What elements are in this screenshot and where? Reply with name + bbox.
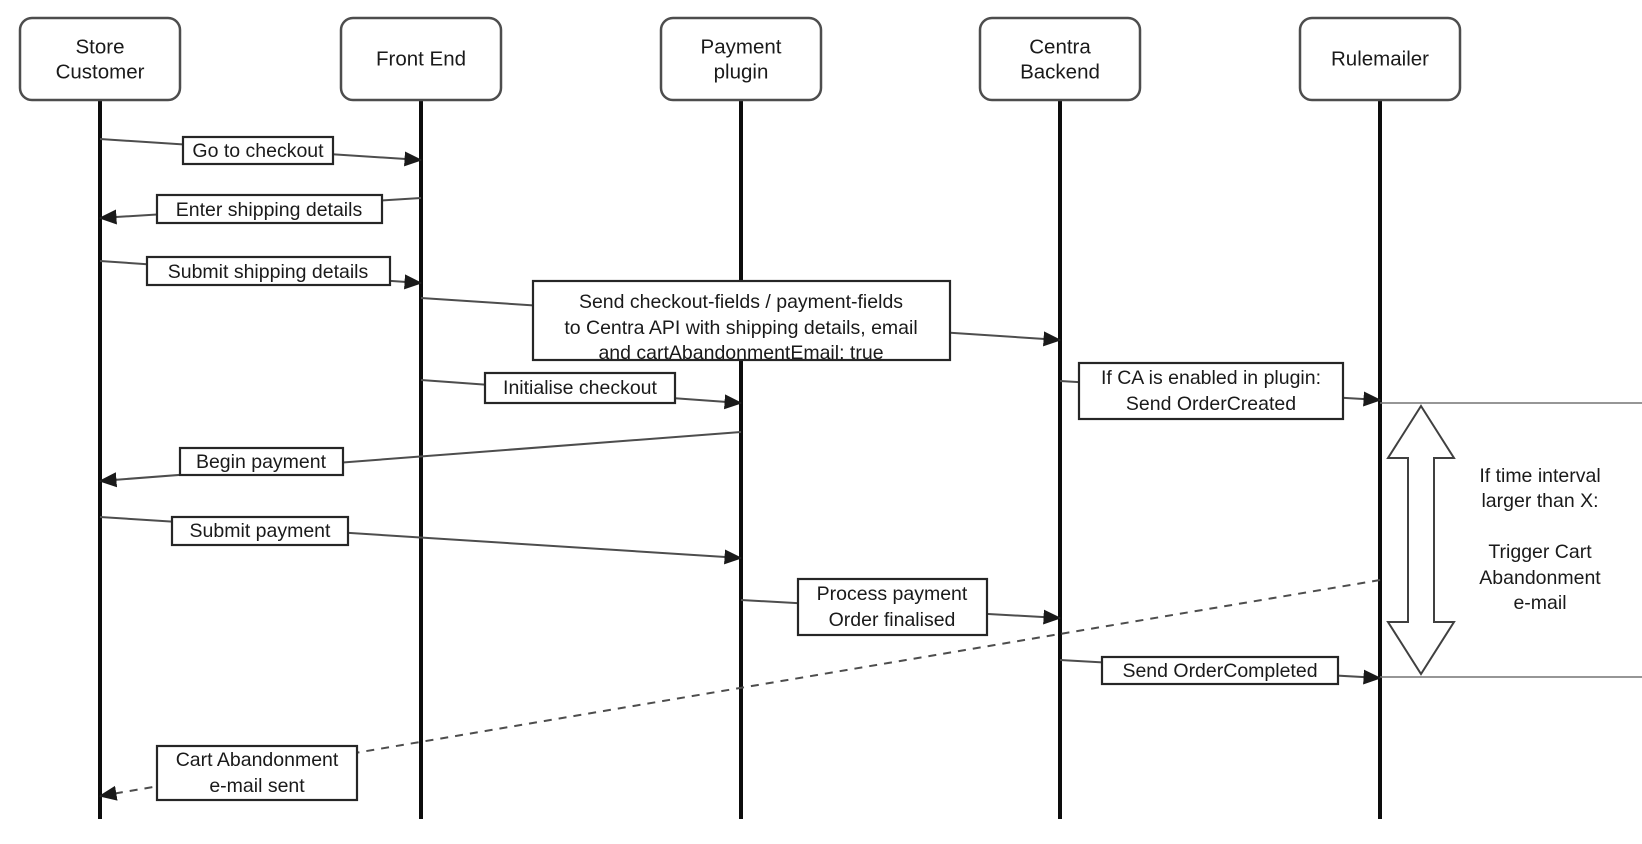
time-interval-double-arrow-icon: [1386, 404, 1456, 676]
actor-label: Payment: [701, 36, 782, 59]
actor-label: Customer: [56, 61, 145, 84]
message-submit-shipping-details: Submit shipping details: [99, 255, 423, 290]
time-interval-annotation: If time interval larger than X: Trigger …: [1479, 465, 1601, 614]
actor-front-end: Front End: [339, 16, 503, 102]
message-label-box: [145, 255, 392, 287]
actor-box: [659, 16, 823, 102]
message-label-box: [531, 279, 952, 362]
message-submit-payment: Submit payment: [99, 515, 743, 565]
message-label: Submit shipping details: [168, 261, 369, 283]
message-cart-abandonment-label: Cart Abandonment e-mail sent: [155, 744, 359, 802]
message-go-to-checkout: Go to checkout: [99, 135, 423, 167]
message-label-box: [1100, 655, 1340, 686]
message-label-box: [483, 371, 677, 405]
actor-box: [18, 16, 182, 102]
actor-label: plugin: [714, 61, 769, 84]
message-label: Send OrderCreated: [1126, 393, 1296, 415]
actor-label: Backend: [1020, 61, 1100, 84]
annotation-line: larger than X:: [1481, 490, 1598, 512]
message-begin-payment: Begin payment: [98, 431, 742, 488]
message-label: Process payment: [817, 583, 968, 605]
annotation-line: If time interval: [1479, 465, 1600, 487]
actor-label: Rulemailer: [1331, 48, 1429, 71]
message-process-payment: Process payment Order finalised: [740, 577, 1062, 637]
message-label: If CA is enabled in plugin:: [1101, 367, 1321, 389]
message-send-order-completed: Send OrderCompleted: [1059, 655, 1382, 686]
actor-store-customer: Store Customer: [18, 16, 182, 102]
actor-label: Store: [76, 36, 125, 59]
annotation-line: Abandonment: [1479, 567, 1601, 589]
message-label: and cartAbandonmentEmail: true: [598, 342, 883, 364]
message-label-box: [796, 577, 989, 637]
actor-payment-plugin: Payment plugin: [659, 16, 823, 102]
message-initialise-checkout: Initialise checkout: [420, 371, 743, 410]
actor-box: [978, 16, 1142, 102]
actor-centra-backend: Centra Backend: [978, 16, 1142, 102]
message-label: e-mail sent: [209, 775, 305, 797]
message-label: Go to checkout: [192, 140, 324, 162]
actor-rulemailer: Rulemailer: [1298, 16, 1462, 102]
message-label-box: [178, 446, 345, 477]
message-label: Begin payment: [196, 451, 327, 473]
message-label: Send OrderCompleted: [1122, 660, 1317, 682]
message-label: Cart Abandonment: [176, 749, 339, 771]
actor-box: [339, 16, 503, 102]
actor-box: [1298, 16, 1462, 102]
message-label-box: [1077, 361, 1345, 421]
message-label: Order finalised: [829, 609, 956, 631]
message-enter-shipping-details: Enter shipping details: [98, 193, 422, 225]
message-label: Submit payment: [190, 520, 331, 542]
message-send-checkout-fields: Send checkout-fields / payment-fields to…: [420, 279, 1062, 364]
message-label: to Centra API with shipping details, ema…: [564, 317, 917, 339]
message-label: Enter shipping details: [176, 199, 363, 221]
message-label-box: [181, 135, 335, 166]
message-label-box: [155, 744, 359, 802]
message-label: Send checkout-fields / payment-fields: [579, 291, 903, 313]
message-label-box: [155, 193, 384, 225]
actor-label: Front End: [376, 48, 466, 71]
message-label-box: [170, 515, 350, 547]
message-send-order-created: If CA is enabled in plugin: Send OrderCr…: [1059, 361, 1382, 421]
annotation-line: Trigger Cart: [1488, 541, 1592, 563]
actor-label: Centra: [1029, 36, 1091, 59]
message-label: Initialise checkout: [503, 377, 657, 399]
annotation-line: e-mail: [1513, 592, 1566, 614]
